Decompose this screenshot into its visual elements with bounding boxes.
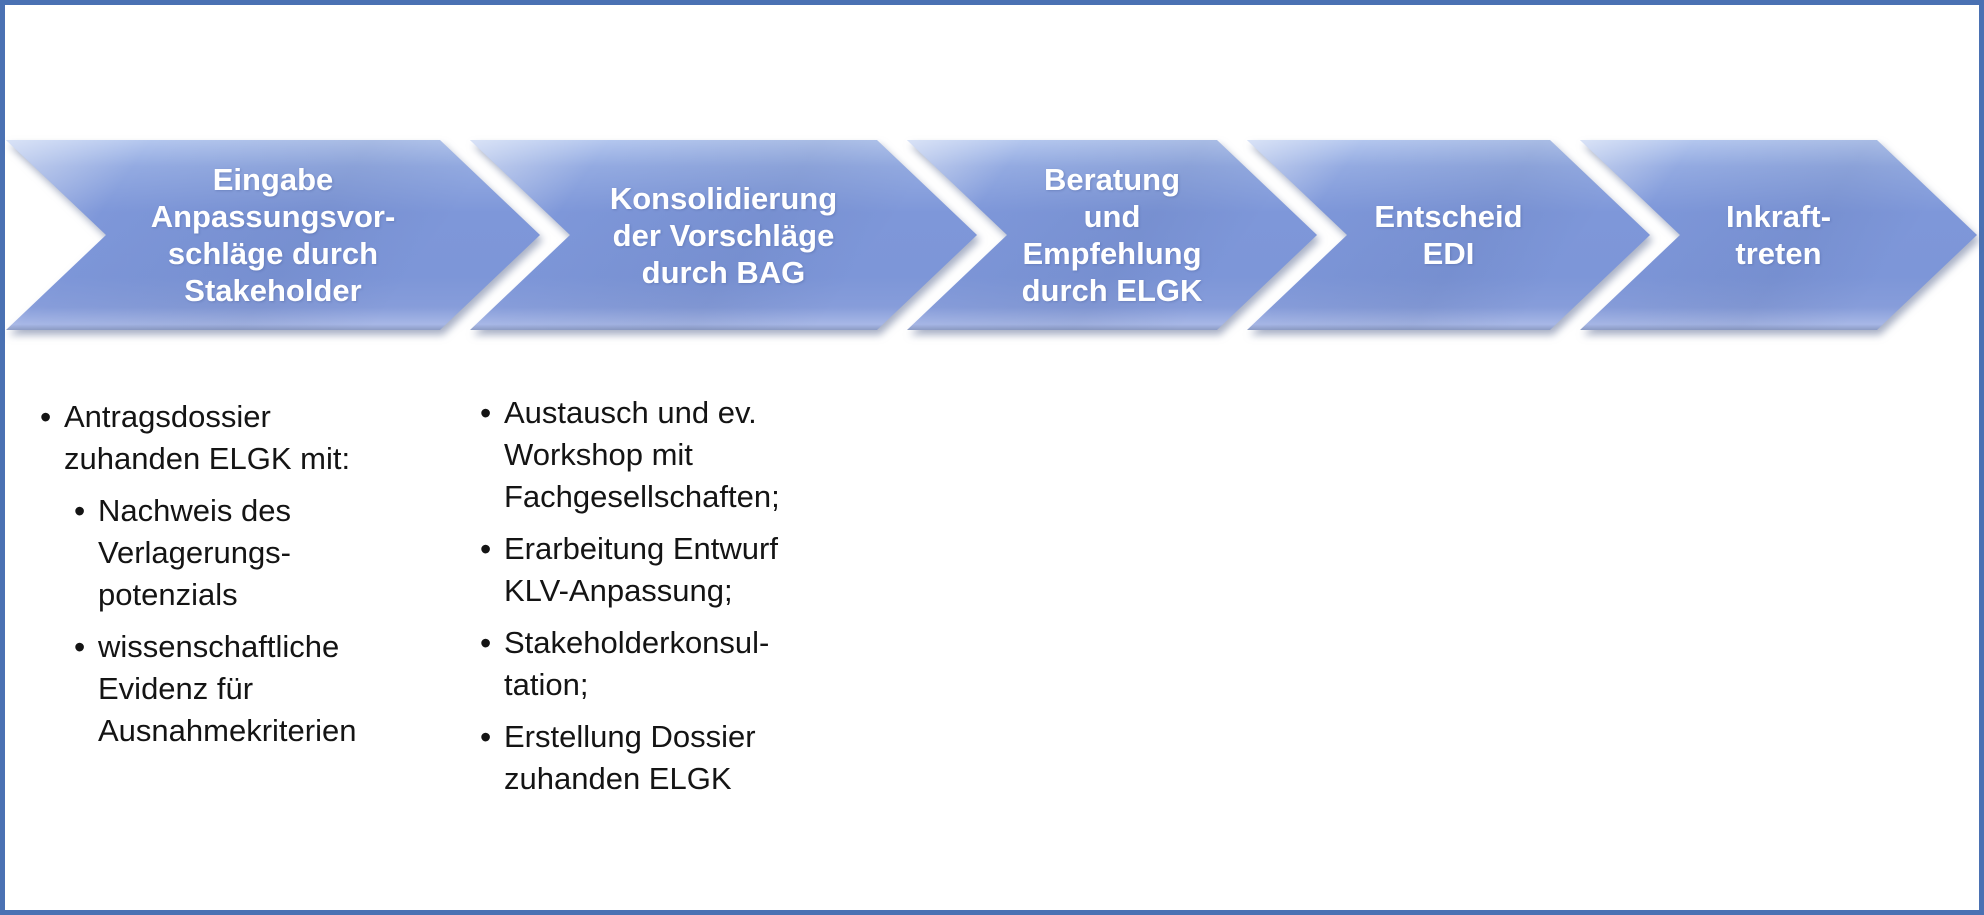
list-item-text: Erarbeitung Entwurf KLV-Anpassung; [504, 531, 778, 608]
chevron-arrow-shape: Konsolidierung der Vorschläge durch BAG [470, 140, 977, 330]
bullet-icon: • [480, 625, 492, 661]
list-item-text: Erstellung Dossier zuhanden ELGK [504, 719, 756, 796]
process-step-inkrafttreten: Inkraft- treten [1580, 140, 1977, 330]
bullet-icon: • [74, 493, 86, 529]
list-item: • Erarbeitung Entwurf KLV-Anpassung; [480, 528, 840, 612]
list-item-text: Austausch und ev. Workshop mit Fachgesel… [504, 395, 780, 514]
list-item: • wissenschaftliche Evidenz für Ausnahme… [74, 626, 400, 752]
chevron-arrow-shape: Beratung und Empfehlung durch ELGK [907, 140, 1317, 330]
list-item: • Austausch und ev. Workshop mit Fachges… [480, 392, 840, 518]
list-item-text: Antragsdossier zuhanden ELGK mit: [64, 399, 351, 476]
list-item: • Stakeholderkonsul- tation; [480, 622, 840, 706]
bullet-icon: • [480, 531, 492, 567]
bullet-icon: • [40, 399, 52, 435]
list-item-text: Stakeholderkonsul- tation; [504, 625, 770, 702]
process-step-eingabe: Eingabe Anpassungsvor- schläge durch Sta… [6, 140, 540, 330]
process-step-label: Inkraft- treten [1725, 199, 1832, 271]
chevron-arrow-shape: Inkraft- treten [1580, 140, 1977, 330]
process-step-entscheid: Entscheid EDI [1247, 140, 1650, 330]
bullet-icon: • [480, 395, 492, 431]
list-item-text: Nachweis des Verlagerungs- potenzials [98, 493, 292, 612]
process-step-label: Eingabe Anpassungsvor- schläge durch Sta… [150, 162, 396, 308]
list-item: • Nachweis des Verlagerungs- potenzials [74, 490, 400, 616]
list-item-text: wissenschaftliche Evidenz für Ausnahmekr… [98, 629, 357, 748]
process-step-label: Konsolidierung der Vorschläge durch BAG [609, 180, 838, 290]
process-step-label: Beratung und Empfehlung durch ELGK [1021, 162, 1203, 308]
details-column-konsolidierung: • Austausch und ev. Workshop mit Fachges… [480, 392, 840, 800]
chevron-arrow-shape: Entscheid EDI [1247, 140, 1650, 330]
process-step-label: Entscheid EDI [1374, 199, 1523, 271]
list-item: • Antragsdossier zuhanden ELGK mit: [40, 396, 400, 480]
process-step-beratung: Beratung und Empfehlung durch ELGK [907, 140, 1317, 330]
chevron-arrow-shape: Eingabe Anpassungsvor- schläge durch Sta… [6, 140, 540, 330]
details-column-eingabe: • Antragsdossier zuhanden ELGK mit: • Na… [40, 396, 400, 752]
process-chevron-band: Eingabe Anpassungsvor- schläge durch Sta… [0, 140, 1984, 330]
list-item: • Erstellung Dossier zuhanden ELGK [480, 716, 840, 800]
process-step-konsolidierung: Konsolidierung der Vorschläge durch BAG [470, 140, 977, 330]
bullet-icon: • [480, 719, 492, 755]
bullet-icon: • [74, 629, 86, 665]
